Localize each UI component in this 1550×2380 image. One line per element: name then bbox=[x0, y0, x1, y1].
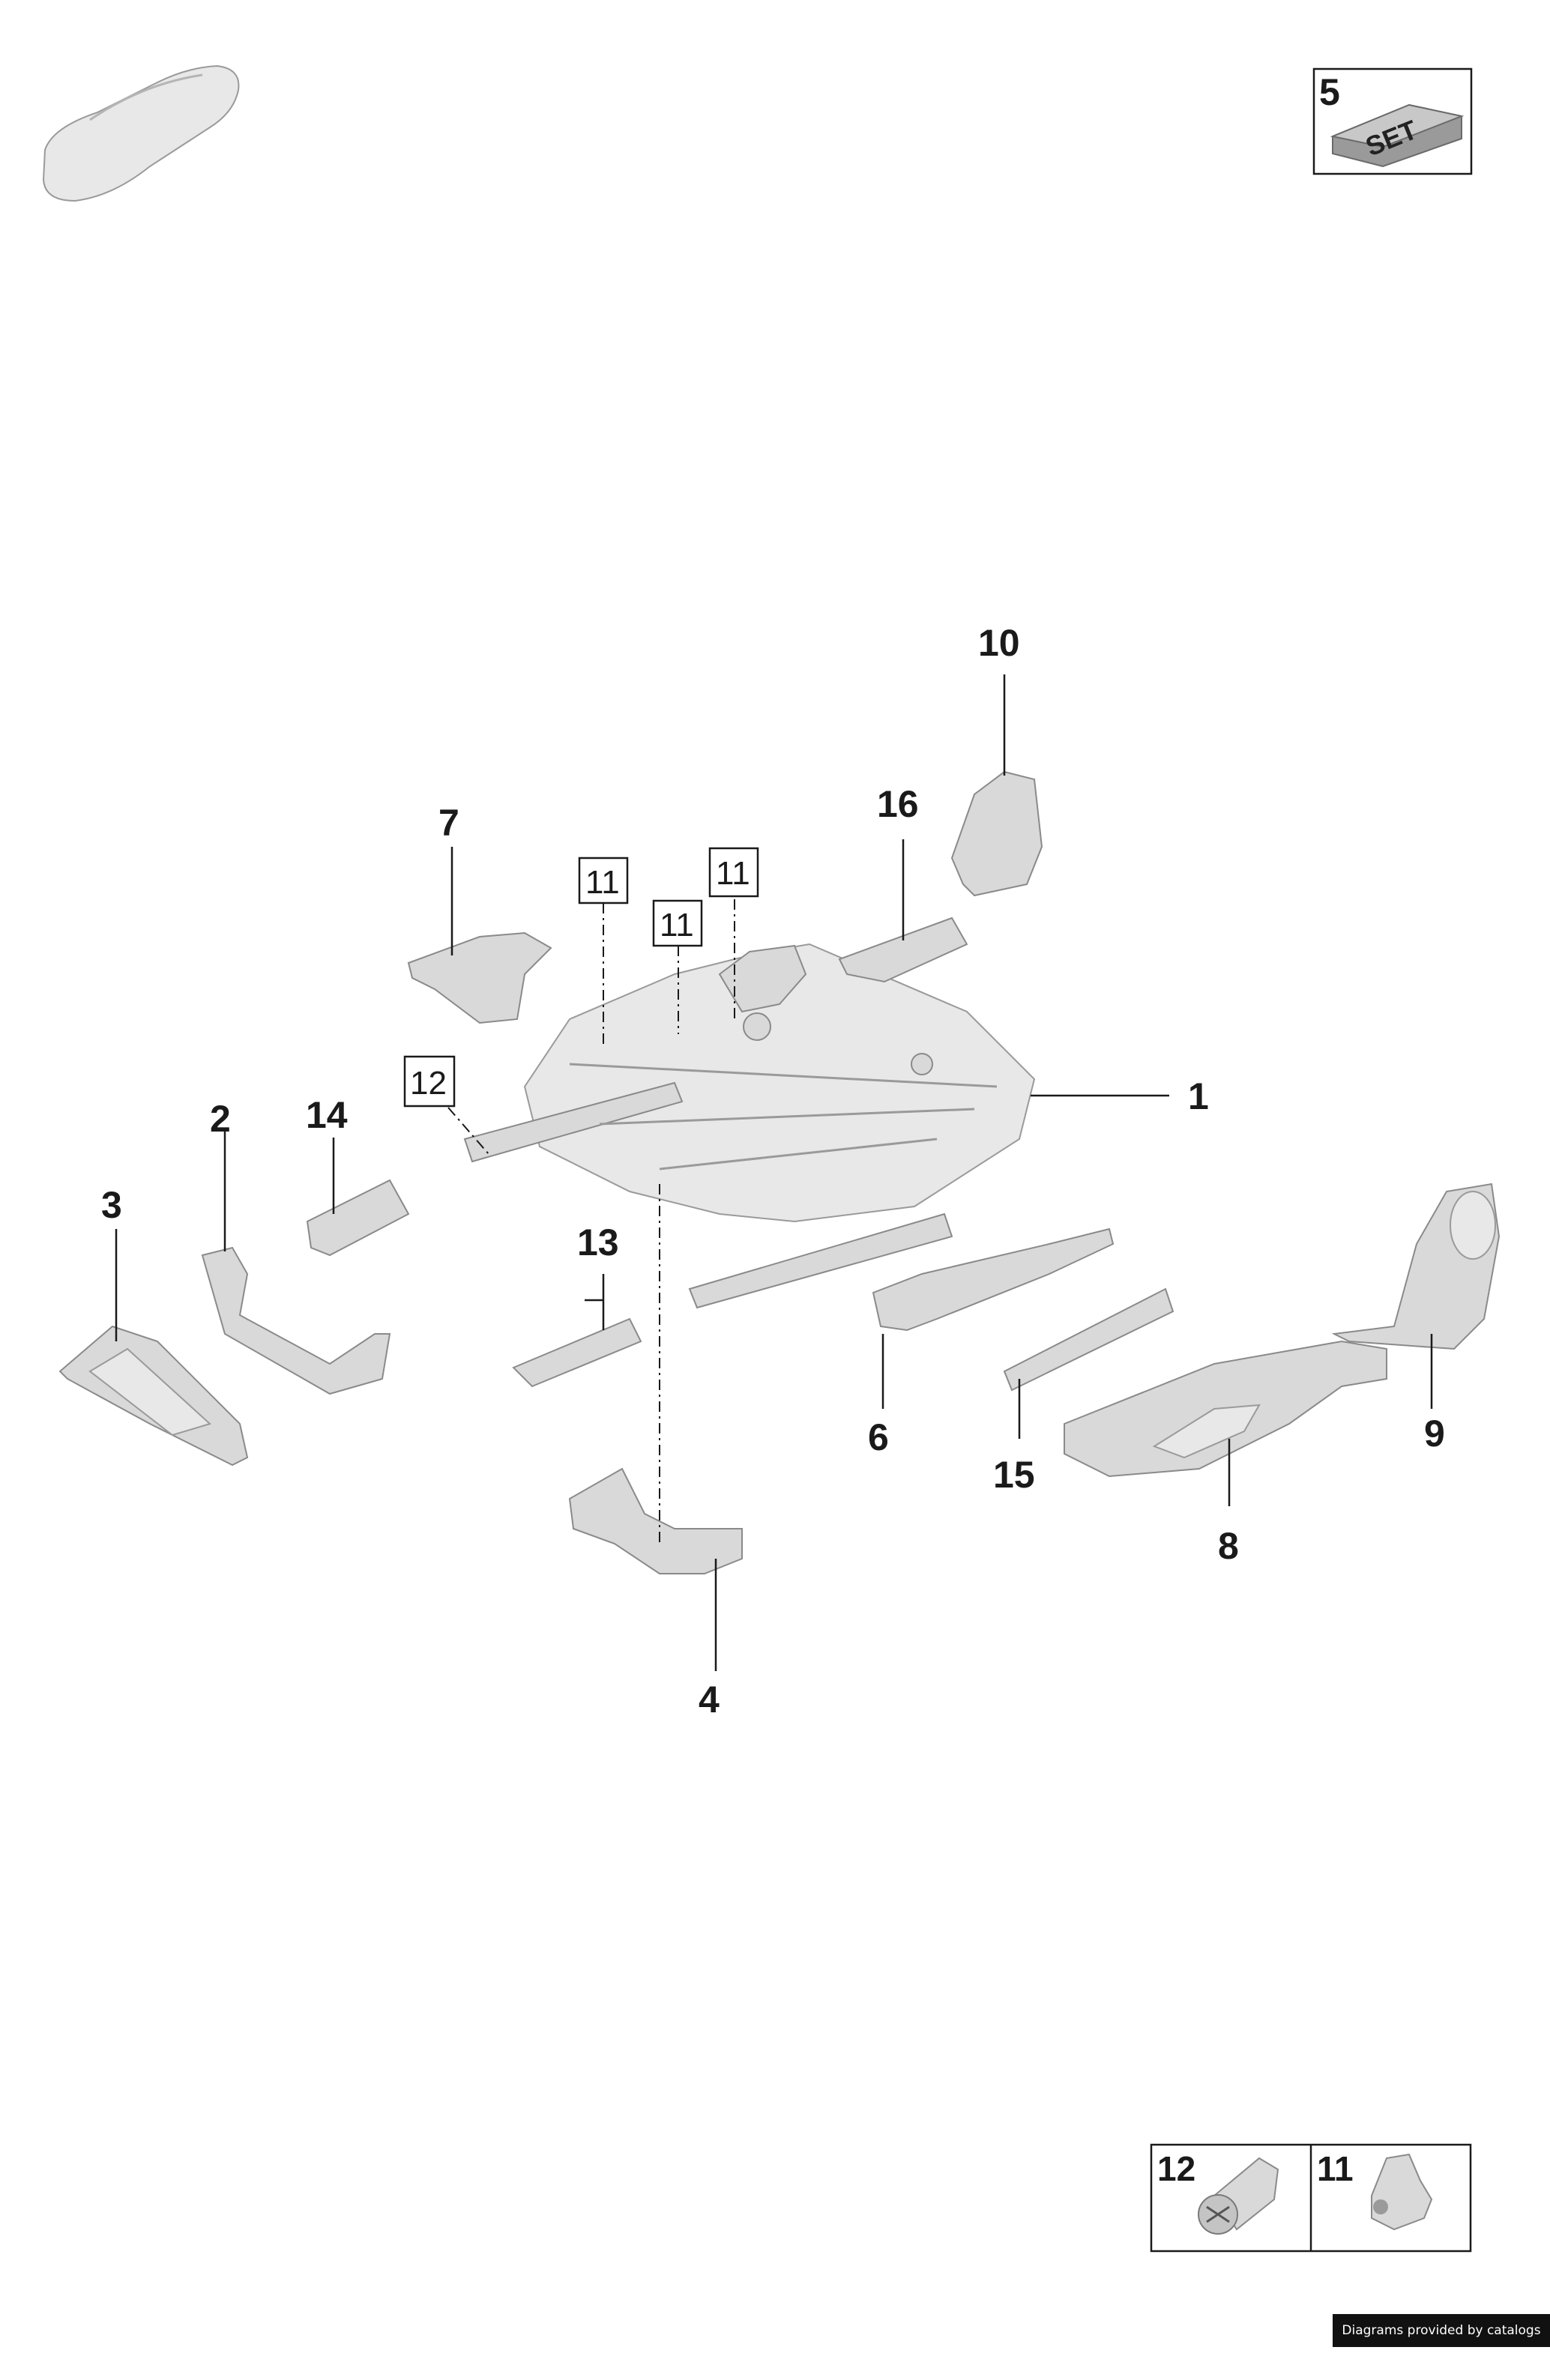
fastener-legend: 12 11 bbox=[1150, 2143, 1472, 2253]
callout-7: 7 bbox=[438, 802, 459, 844]
callout-15: 15 bbox=[993, 1454, 1035, 1496]
callout-14: 14 bbox=[306, 1094, 348, 1136]
boxed-callout-12: 12 bbox=[403, 1055, 456, 1108]
legend-item-11-label: 11 bbox=[1317, 2149, 1354, 2188]
svg-text:12: 12 bbox=[410, 1065, 447, 1102]
part-9-rear-cover bbox=[1331, 1183, 1501, 1350]
set-badge-number: 5 bbox=[1319, 71, 1340, 113]
part-2-bracket bbox=[201, 1246, 391, 1395]
callout-10: 10 bbox=[978, 622, 1020, 664]
legend-item-12-label: 12 bbox=[1157, 2149, 1195, 2188]
screw-icon bbox=[1198, 2157, 1279, 2235]
callout-6: 6 bbox=[868, 1416, 889, 1458]
svg-text:11: 11 bbox=[585, 864, 620, 901]
boxed-callout-11b: 11 bbox=[652, 899, 703, 947]
part-3-side-trim bbox=[58, 1325, 249, 1467]
callout-16: 16 bbox=[877, 783, 919, 825]
set-badge: 5 SET bbox=[1312, 67, 1473, 175]
svg-text:11: 11 bbox=[660, 907, 694, 943]
svg-text:11: 11 bbox=[716, 855, 750, 892]
credit-banner: Diagrams provided by catalogs parts bbox=[1333, 2314, 1550, 2371]
part-8-side-panel bbox=[1064, 1340, 1387, 1478]
part-1-seat-frame bbox=[463, 943, 1036, 1309]
part-4-lower-bracket bbox=[568, 1467, 743, 1574]
dashline-12 bbox=[447, 1107, 489, 1155]
callout-4: 4 bbox=[699, 1679, 720, 1721]
callout-13: 13 bbox=[577, 1221, 619, 1263]
boxed-callout-11c: 11 bbox=[708, 847, 759, 898]
callout-2: 2 bbox=[210, 1098, 231, 1140]
part-6-rail-bracket bbox=[872, 1227, 1115, 1332]
clip-icon bbox=[1371, 2153, 1433, 2231]
callout-1: 1 bbox=[1188, 1075, 1209, 1117]
boxed-callout-11a: 11 bbox=[578, 857, 629, 904]
callout-8: 8 bbox=[1218, 1525, 1239, 1567]
callout-9: 9 bbox=[1424, 1413, 1445, 1455]
vehicle-thumbnail bbox=[42, 64, 240, 202]
callout-3: 3 bbox=[101, 1184, 122, 1226]
part-7-upper-bracket bbox=[407, 931, 552, 1024]
part-16-upper-rail-trim bbox=[838, 916, 968, 983]
part-14-cover bbox=[306, 1179, 410, 1257]
part-15-rail-trim bbox=[1003, 1287, 1174, 1392]
part-13-trim bbox=[512, 1317, 642, 1388]
part-10-top-cover bbox=[950, 770, 1043, 897]
